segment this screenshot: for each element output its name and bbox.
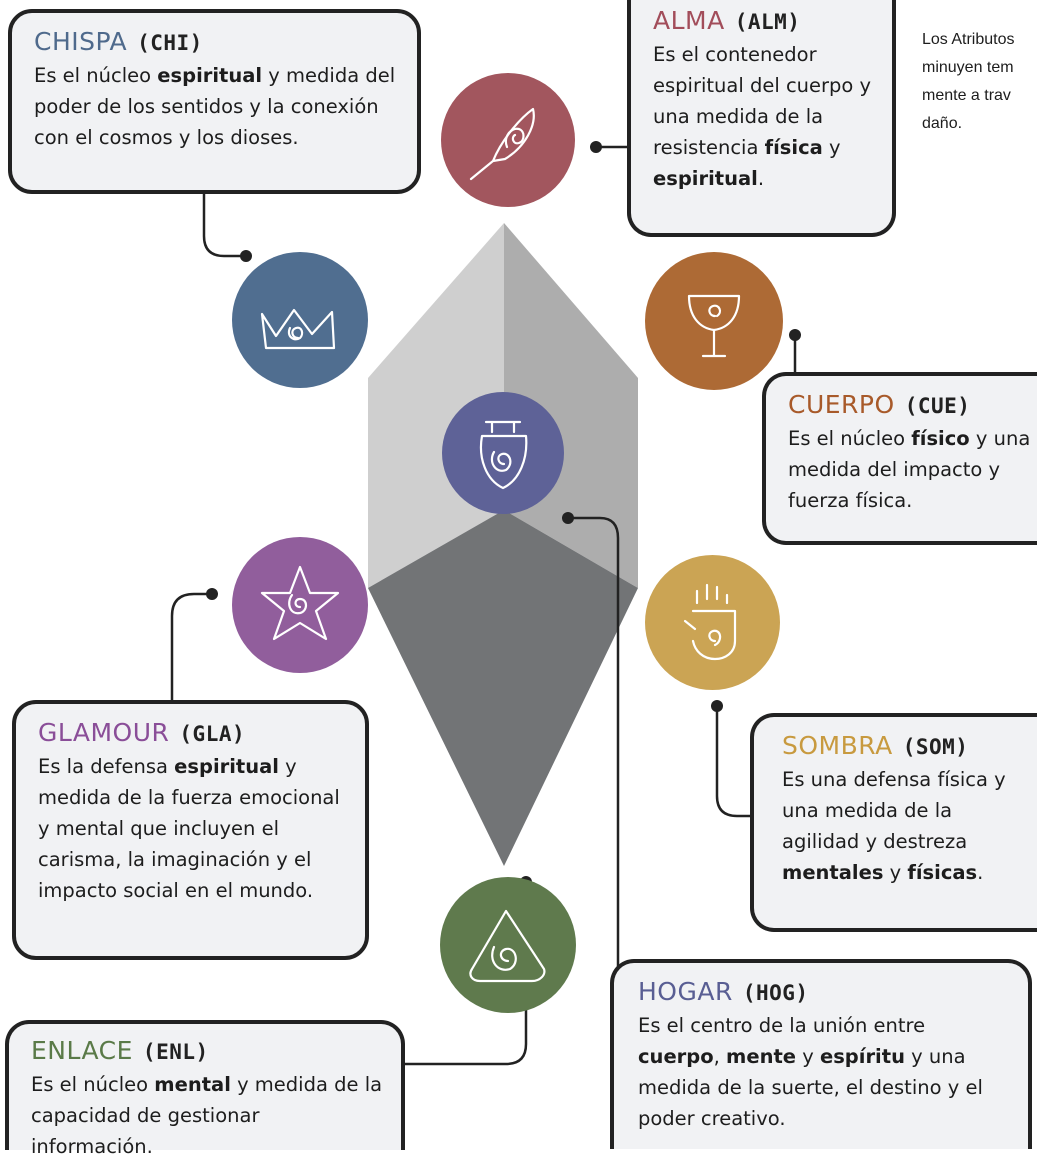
attribute-name: ENLACE bbox=[31, 1036, 133, 1065]
text-run: y medida de la fuerza emocional y mental… bbox=[38, 755, 340, 902]
text-run: y bbox=[883, 861, 908, 884]
card-sombra: SOMBRA (SOM) Es una defensa física y una … bbox=[750, 713, 1037, 932]
text-run: y bbox=[822, 136, 841, 159]
connector-dot-glamour bbox=[206, 588, 218, 600]
text-run: y una medida del impacto y fuerza física… bbox=[788, 427, 1031, 512]
text-run: Es el núcleo bbox=[788, 427, 912, 450]
connector-dot-sombra bbox=[711, 700, 723, 712]
attribute-description: Es el centro de la unión entre cuerpo, m… bbox=[638, 1010, 1010, 1134]
emphasis: cuerpo bbox=[638, 1045, 714, 1068]
attribute-name: SOMBRA bbox=[782, 731, 893, 760]
card-glamour: GLAMOUR (GLA) Es la defensa espiritual y … bbox=[12, 700, 369, 960]
card-alma: ALMA (ALM) Es el contenedor espiritual de… bbox=[627, 0, 896, 237]
emphasis: espiritual bbox=[653, 167, 758, 190]
goblet-icon bbox=[645, 252, 783, 390]
emphasis: físico bbox=[911, 427, 970, 450]
spiral-triangle-icon bbox=[440, 877, 576, 1013]
attribute-name: ALMA bbox=[653, 6, 725, 35]
emphasis: espiritual bbox=[157, 64, 263, 87]
text-run: . bbox=[757, 167, 765, 190]
hand-icon bbox=[645, 555, 780, 690]
attribute-abbr: (CHI) bbox=[137, 31, 203, 55]
attribute-name: CHISPA bbox=[34, 27, 128, 56]
connector-dot-alma bbox=[590, 141, 602, 153]
emphasis: mentales bbox=[782, 861, 884, 884]
text-run: Es el núcleo bbox=[34, 64, 158, 87]
side-note: Los Atributos minuyen tem mente a trav d… bbox=[922, 26, 1037, 138]
emphasis: mental bbox=[154, 1073, 231, 1096]
connector-enlace bbox=[404, 882, 528, 1066]
attribute-name: CUERPO bbox=[788, 390, 895, 419]
attribute-description: Es la defensa espiritual y medida de la … bbox=[38, 751, 347, 906]
text-run: Es una defensa física y una medida de la… bbox=[782, 768, 1006, 853]
emphasis: espíritu bbox=[819, 1045, 905, 1068]
text-run: Es el núcleo bbox=[31, 1073, 155, 1096]
card-title: CUERPO (CUE) bbox=[788, 390, 1037, 421]
text-run: y bbox=[796, 1045, 820, 1068]
attribute-abbr: (ALM) bbox=[734, 10, 801, 34]
connector-dot-cuerpo bbox=[789, 329, 801, 341]
card-title: CHISPA (CHI) bbox=[34, 27, 399, 58]
text-run: Es el contenedor espiritual del cuerpo y… bbox=[653, 43, 872, 159]
attribute-abbr: (HOG) bbox=[742, 981, 809, 1005]
card-title: GLAMOUR (GLA) bbox=[38, 718, 347, 749]
connector-hogar bbox=[568, 516, 620, 972]
connector-dot-chispa bbox=[240, 250, 252, 262]
attribute-abbr: (SOM) bbox=[902, 735, 969, 759]
emphasis: mente bbox=[726, 1045, 797, 1068]
emphasis: espiritual bbox=[174, 755, 279, 778]
attribute-description: Es el núcleo físico y una medida del imp… bbox=[788, 423, 1037, 516]
card-title: SOMBRA (SOM) bbox=[782, 731, 1032, 762]
card-hogar: HOGAR (HOG) Es el centro de la unión entr… bbox=[610, 959, 1032, 1149]
crown-icon bbox=[232, 252, 368, 388]
attribute-abbr: (CUE) bbox=[904, 394, 971, 418]
attribute-description: Es una defensa física y una medida de la… bbox=[782, 764, 1032, 888]
emphasis: físicas bbox=[907, 861, 978, 884]
text-run: . bbox=[977, 861, 984, 884]
side-note-line: minuyen tem bbox=[922, 59, 1014, 76]
attributes-diagram: CHISPA (CHI) Es el núcleo espiritual y me… bbox=[5, 0, 1037, 1158]
gem-bottom-face bbox=[368, 510, 638, 866]
connector-glamour bbox=[170, 592, 212, 700]
connector-sombra bbox=[715, 706, 750, 818]
attribute-name: GLAMOUR bbox=[38, 718, 170, 747]
side-note-line: daño. bbox=[922, 115, 963, 132]
card-enlace: ENLACE(ENL) Es el núcleo mental y medida… bbox=[5, 1020, 405, 1158]
attribute-description: Es el núcleo espiritual y medida del pod… bbox=[34, 60, 399, 153]
card-cuerpo: CUERPO (CUE) Es el núcleo físico y una me… bbox=[762, 372, 1037, 545]
connector-chispa bbox=[202, 193, 246, 258]
connector-dot-hogar bbox=[562, 512, 574, 524]
side-note-line: mente a trav bbox=[922, 87, 1011, 104]
text-run: y una medida de la suerte, el destino y … bbox=[638, 1045, 983, 1130]
side-note-line: Los Atributos bbox=[922, 31, 1015, 48]
emphasis: física bbox=[764, 136, 823, 159]
card-title: ALMA (ALM) bbox=[653, 6, 874, 37]
quill-icon bbox=[441, 73, 575, 207]
text-run: y medida del poder de los sentidos y la … bbox=[34, 64, 396, 149]
attribute-description: Es el contenedor espiritual del cuerpo y… bbox=[653, 39, 874, 194]
star-icon bbox=[232, 537, 368, 673]
attribute-abbr: (ENL) bbox=[142, 1040, 209, 1064]
attribute-name: HOGAR bbox=[638, 977, 733, 1006]
attribute-abbr: (GLA) bbox=[179, 722, 246, 746]
card-title: ENLACE (ENL) bbox=[31, 1036, 383, 1067]
text-run: Es el centro de la unión entre bbox=[638, 1014, 926, 1037]
card-title: HOGAR (HOG) bbox=[638, 977, 1010, 1008]
text-run: , bbox=[713, 1045, 727, 1068]
attribute-description: Es el núcleo mental y medida de la capac… bbox=[31, 1069, 383, 1162]
text-run: Es la defensa bbox=[38, 755, 175, 778]
shield-spiral-icon bbox=[442, 392, 564, 514]
card-chispa: CHISPA (CHI) Es el núcleo espiritual y me… bbox=[8, 9, 421, 194]
